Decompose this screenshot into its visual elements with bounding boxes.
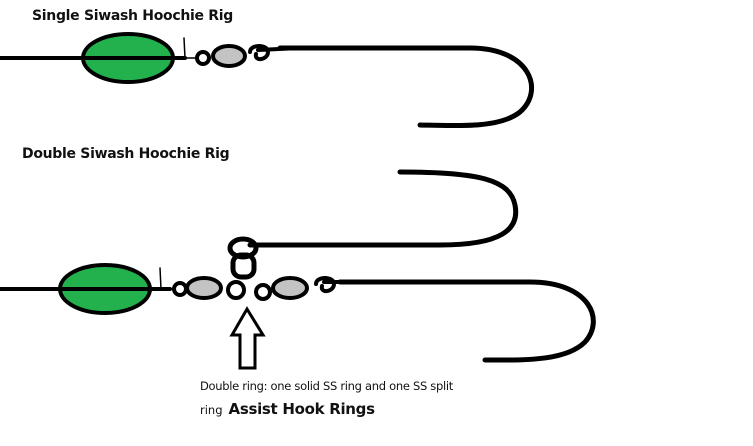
bead-swivel xyxy=(211,44,247,68)
up-arrow-icon xyxy=(229,306,266,370)
double-rig xyxy=(0,169,596,363)
single-rig-title: Single Siwash Hoochie Rig xyxy=(32,8,233,24)
caption-prefix: ring xyxy=(200,403,223,417)
split-ring xyxy=(172,281,188,297)
assist-hook-rings-label: Assist Hook Rings xyxy=(228,400,376,418)
single-hook xyxy=(277,45,534,129)
split-ring-2 xyxy=(254,283,272,301)
bead-swivel-2 xyxy=(271,276,309,300)
solid-ring xyxy=(226,280,246,300)
bead-swivel-1 xyxy=(185,276,223,300)
split-ring xyxy=(195,50,211,66)
caption-line-2: ring Assist Hook Rings xyxy=(200,400,375,418)
assist-ring-top xyxy=(227,236,259,260)
trailing-hook xyxy=(337,279,596,363)
caption-line-1: Double ring: one solid SS ring and one S… xyxy=(200,379,453,393)
assist-hook xyxy=(247,169,519,248)
knot xyxy=(149,267,173,290)
single-rig xyxy=(0,32,534,129)
double-rig-title: Double Siwash Hoochie Rig xyxy=(22,146,230,162)
knot xyxy=(172,37,197,59)
